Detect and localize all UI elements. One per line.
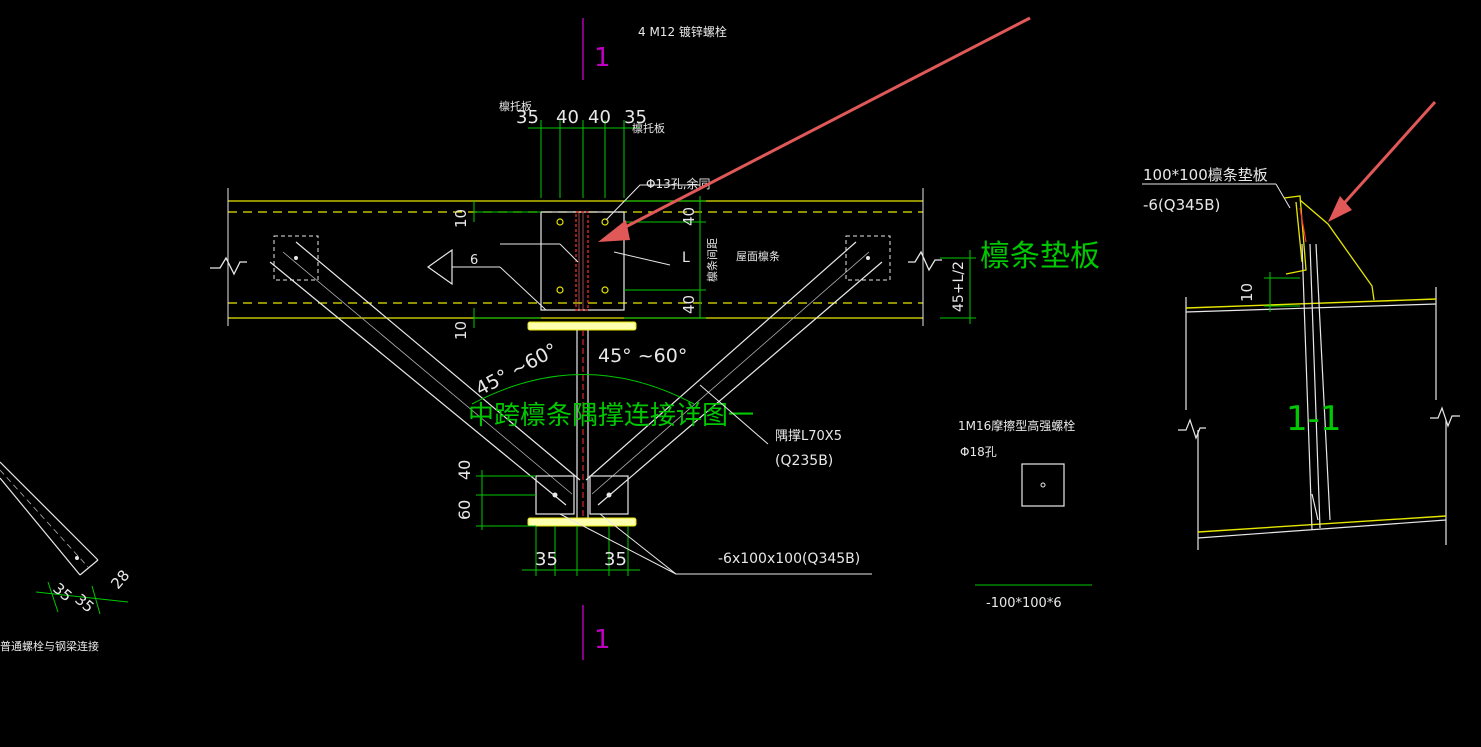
bottom-plate-right: [589, 475, 629, 515]
dim-bottom-40: 40: [455, 460, 474, 480]
purlin-plate-left: 檩托板: [499, 99, 532, 113]
bolt-hs-note: 1M16摩擦型高强螺栓: [958, 418, 1075, 433]
plate-thickness: 6: [470, 253, 478, 268]
leftpiece-28: 28: [107, 566, 133, 592]
purlin-support-plate: [540, 211, 625, 311]
section-dim-10: 10: [1238, 283, 1256, 302]
bolts-top-note: 4 M12 镀锌螺栓: [638, 24, 727, 39]
left-partial-dims: [35, 581, 129, 615]
girder-web: [576, 330, 589, 518]
red-arrow-right: [1328, 100, 1437, 222]
section-label: 1-1: [1286, 399, 1342, 439]
section-red-bolt: [1299, 207, 1307, 243]
hole-note: Φ13孔,余同: [646, 176, 711, 191]
L-leader: [613, 251, 671, 266]
dim-left-10-top: 10: [452, 209, 470, 228]
section-break-left: [1178, 418, 1206, 440]
section-pad-plate: [1283, 195, 1375, 301]
dim-bottom-35-right: 35: [604, 549, 627, 570]
angle-left: 45° ~60°: [472, 339, 561, 400]
section-mark-bottom: 1: [594, 625, 611, 655]
cap-plate-bottom: [527, 517, 637, 527]
section-arrow-icon: [426, 248, 453, 286]
bottom-plate-spec: -6x100x100(Q345B): [718, 551, 860, 567]
pad-plate-plan: [1021, 463, 1065, 507]
purlin-plate-right: 檩托板: [632, 121, 665, 135]
plate-leader-3: [559, 243, 579, 263]
cap-plate-top: [527, 321, 637, 331]
dim-right-40-bottom: 40: [680, 295, 698, 314]
leftpiece-35-b: 35: [71, 590, 97, 616]
pad-grade: -6(Q345B): [1143, 196, 1220, 214]
bottom-bolt-right: [606, 492, 612, 498]
right-brace-bolt: [866, 256, 870, 260]
break-mark-right: [908, 250, 942, 272]
pad-title: 100*100檩条垫板: [1143, 166, 1268, 184]
left-brace-end-plate: [273, 235, 319, 281]
plate-leader: [499, 266, 547, 311]
break-mark-left: [210, 256, 247, 276]
pad-hole: [1040, 482, 1046, 488]
bottom-bolt-left: [552, 492, 558, 498]
dim-top-35-right: 35: [624, 107, 647, 128]
purlin-spacing: 檩条间距: [705, 238, 719, 282]
section-flange-bottom: [1197, 515, 1447, 533]
dim-top-35-left: 35: [516, 107, 539, 128]
left-partial-brace: [0, 461, 99, 576]
diagram-title: 中跨檩条隅撑连接详图一: [468, 401, 754, 431]
right-brace-end-plate: [845, 235, 891, 281]
hole-18-note: Φ18孔: [960, 445, 997, 459]
purlin-pad-big-label: 檩条垫板: [980, 239, 1100, 274]
brace-member: 隅撑L70X5: [775, 429, 842, 444]
hole-leader: [605, 184, 700, 221]
dim-bottom-35-left: 35: [535, 549, 558, 570]
roof-purlin-label: 屋面檩条: [736, 249, 780, 263]
red-arrow-main: [598, 16, 1031, 242]
dim-left-10-bottom: 10: [452, 321, 470, 340]
dim-45-L2: 45+L/2: [951, 261, 967, 312]
section-break-right: [1430, 406, 1460, 428]
dim-top-40-a: 40: [556, 107, 579, 128]
L-mark: L: [682, 250, 690, 266]
pad-title-leader: [1275, 183, 1291, 209]
section-beam: [1185, 287, 1447, 550]
left-brace: [269, 241, 581, 506]
section-flange-top: [1185, 298, 1437, 309]
angle-right: 45° ~60°: [598, 345, 687, 367]
dim-lines: [473, 120, 976, 576]
left-brace-bolt: [294, 256, 298, 260]
bottom-plate-leader-2: [559, 513, 677, 575]
left-partial-bolt: [75, 556, 79, 560]
pad-size: -100*100*6: [986, 596, 1062, 611]
brace-leader: [699, 384, 769, 445]
section-mark-top: 1: [594, 43, 611, 73]
leftpiece-35-a: 35: [49, 579, 75, 605]
dim-bottom-60: 60: [455, 500, 474, 520]
left-note: 普通螺栓与钢梁连接: [0, 639, 99, 653]
right-brace: [585, 241, 883, 506]
dim-right-40-top: 40: [680, 207, 698, 226]
section-web: [1301, 243, 1331, 531]
brace-grade: (Q235B): [775, 453, 833, 469]
dim-top-40-b: 40: [588, 107, 611, 128]
angle-arc: [471, 374, 695, 405]
